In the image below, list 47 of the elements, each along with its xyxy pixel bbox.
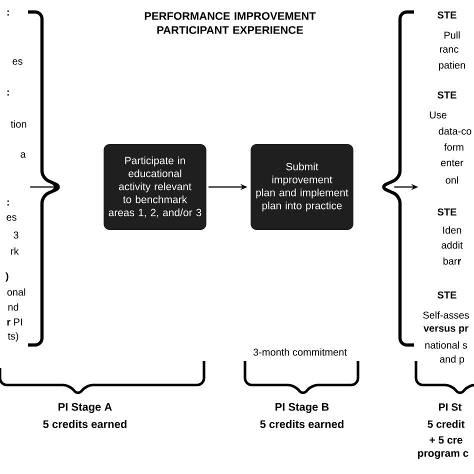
step-text: STE [438,208,456,216]
step-text: Iden [443,226,462,234]
step-text: and p [440,355,464,365]
step-text: data-co [438,127,472,135]
stage-label: PI Stage A [58,403,112,414]
step-text: form [444,143,464,151]
stage-label: program c [418,451,468,459]
stage-label: 3-month commitment [253,348,347,356]
step-text: rk [11,247,19,255]
process-box: Submit improvement plan and implement plan into practice [250,144,354,230]
step-text: Use [430,112,446,118]
step-text: : [7,10,9,16]
step-text: tion [10,120,26,128]
step-text: a [20,152,26,158]
step-text: enter [441,160,464,166]
step-text: onl [446,176,458,184]
step-text: ts) [8,332,18,342]
step-text: es [12,59,22,65]
step-text: nd [8,303,18,311]
stage-label: 5 credits earned [43,420,126,428]
step-text: STE [438,91,456,99]
step-text: national s [425,341,468,349]
process-box: Participate in educational activity relevant to benchmark areas 1, 2, and/or 3 [104,144,206,230]
stage-label: PI Stage B [276,403,329,414]
step-text: ranc [440,47,458,53]
stage-label: 5 credit [428,420,465,428]
step-text: : [7,90,9,96]
step-text: barr [443,257,462,265]
step-text: es [6,215,16,221]
step-text: STE [438,291,456,299]
step-text: : [7,200,9,206]
step-text: 3 [14,231,18,239]
step-text: versus pr [424,326,468,334]
step-text: onal [7,288,26,296]
stage-label: PI St [439,403,462,411]
brace [28,10,60,347]
step-text: Self-asses [423,311,469,319]
step-text: addit [442,241,463,249]
title: PERFORMANCE IMPROVEMENT PARTICIPANT EXPERIENCE [144,12,316,34]
step-text: Pull [444,31,460,39]
step-text: patien [439,61,465,71]
brace [382,10,414,347]
step-text: ) [5,272,8,282]
stage-label: 5 credits earned [260,420,344,428]
stage-label: + 5 cre [430,436,462,444]
step-text: r PI [7,318,22,326]
step-text: STE [438,11,456,19]
